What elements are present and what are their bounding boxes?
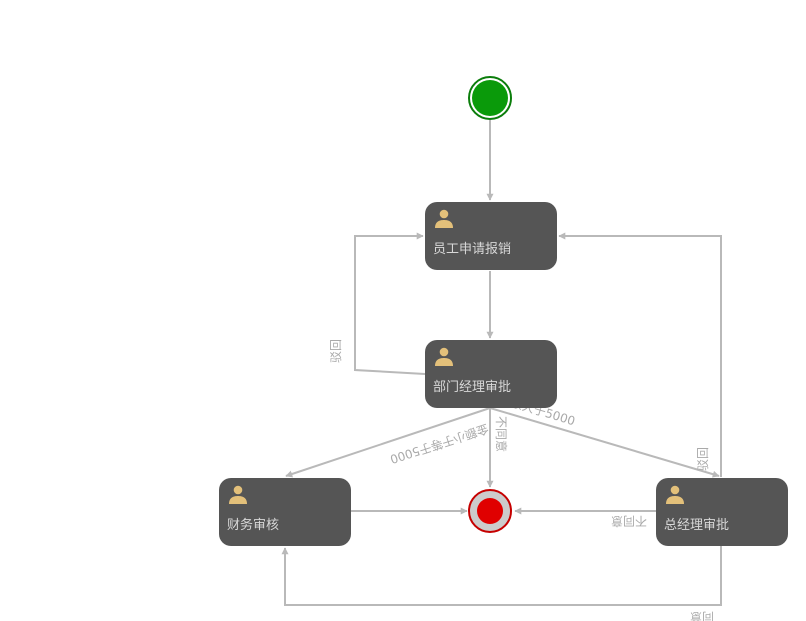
edge-label-dept-disagree: 不同意	[494, 416, 509, 452]
edge-label-le5000: 金额小于等于5000	[388, 421, 490, 467]
edge-gm-agree	[281, 546, 722, 606]
edge-dept-to-finance	[285, 407, 491, 478]
end-event[interactable]	[468, 489, 512, 533]
task-finance-review[interactable]: 财务审核	[219, 478, 351, 546]
task-gm-approval[interactable]: 总经理审批	[656, 478, 788, 546]
task-label: 员工申请报销	[433, 242, 512, 257]
edge-label-gm-agree: 同意	[690, 610, 714, 621]
user-icon	[229, 485, 247, 504]
user-icon	[666, 485, 684, 504]
edge-dept-to-gm	[489, 407, 720, 478]
task-dept-approval[interactable]: 部门经理审批	[425, 340, 557, 408]
edge-label-dept-reject: 驳回	[329, 339, 343, 363]
task-label: 财务审核	[227, 518, 280, 533]
edge-label-gm-reject: 驳回	[696, 447, 710, 471]
edge-gm-reject	[558, 232, 722, 477]
task-apply[interactable]: 员工申请报销	[425, 202, 557, 270]
task-label: 总经理审批	[664, 518, 730, 533]
user-icon	[435, 209, 453, 228]
edge-dept-reject	[354, 232, 426, 375]
task-label: 部门经理审批	[433, 380, 512, 395]
start-event[interactable]	[468, 76, 512, 120]
edge-label-gm-disagree: 不同意	[611, 514, 647, 529]
user-icon	[435, 347, 453, 366]
